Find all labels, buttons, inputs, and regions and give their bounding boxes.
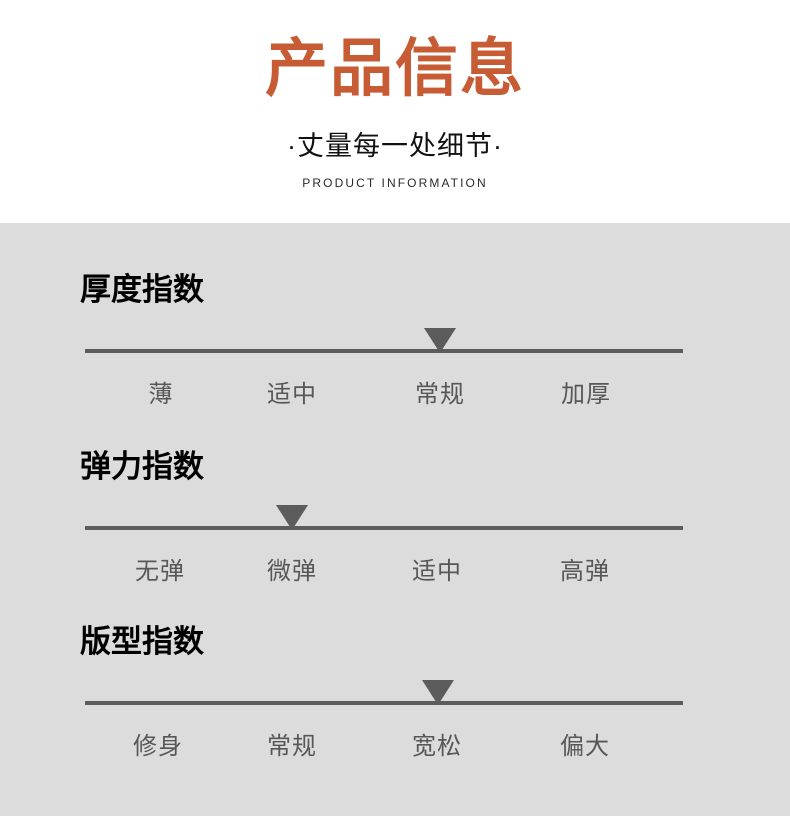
scale-label[interactable]: 偏大 xyxy=(560,733,610,760)
scale-label[interactable]: 适中 xyxy=(412,558,462,585)
scale-label[interactable]: 薄 xyxy=(148,381,174,408)
scale-marker-fit[interactable] xyxy=(422,680,454,705)
scale-label[interactable]: 无弹 xyxy=(135,558,185,585)
page-subtitle: ·丈量每一处细节· xyxy=(287,131,503,161)
scale-track-fit[interactable] xyxy=(85,701,683,705)
scale-labels-thickness: 薄 适中 常规 加厚 xyxy=(0,378,790,412)
page-title: 产品信息 xyxy=(265,34,525,104)
section-title-thickness: 厚度指数 xyxy=(80,272,204,307)
scale-label[interactable]: 宽松 xyxy=(412,733,462,760)
scale-track-thickness[interactable] xyxy=(85,349,683,353)
page-subtitle-english: PRODUCT INFORMATION xyxy=(302,176,488,190)
scale-marker-elasticity[interactable] xyxy=(276,505,308,530)
scale-marker-thickness[interactable] xyxy=(424,328,456,353)
scale-labels-fit: 修身 常规 宽松 偏大 xyxy=(0,730,790,764)
scale-label[interactable]: 加厚 xyxy=(561,381,611,408)
scale-label[interactable]: 修身 xyxy=(133,733,183,760)
scale-label[interactable]: 高弹 xyxy=(560,558,610,585)
scale-label[interactable]: 微弹 xyxy=(267,558,317,585)
page-header: 产品信息 ·丈量每一处细节· PRODUCT INFORMATION xyxy=(0,0,790,223)
scale-label[interactable]: 常规 xyxy=(267,733,317,760)
scale-label[interactable]: 适中 xyxy=(267,381,317,408)
section-title-fit: 版型指数 xyxy=(80,624,204,659)
section-title-elasticity: 弹力指数 xyxy=(80,449,204,484)
index-panel: 厚度指数 薄 适中 常规 加厚 弹力指数 无弹 微弹 适中 高弹 版型指 xyxy=(0,223,790,816)
scale-labels-elasticity: 无弹 微弹 适中 高弹 xyxy=(0,555,790,589)
scale-track-elasticity[interactable] xyxy=(85,526,683,530)
scale-label[interactable]: 常规 xyxy=(415,381,465,408)
